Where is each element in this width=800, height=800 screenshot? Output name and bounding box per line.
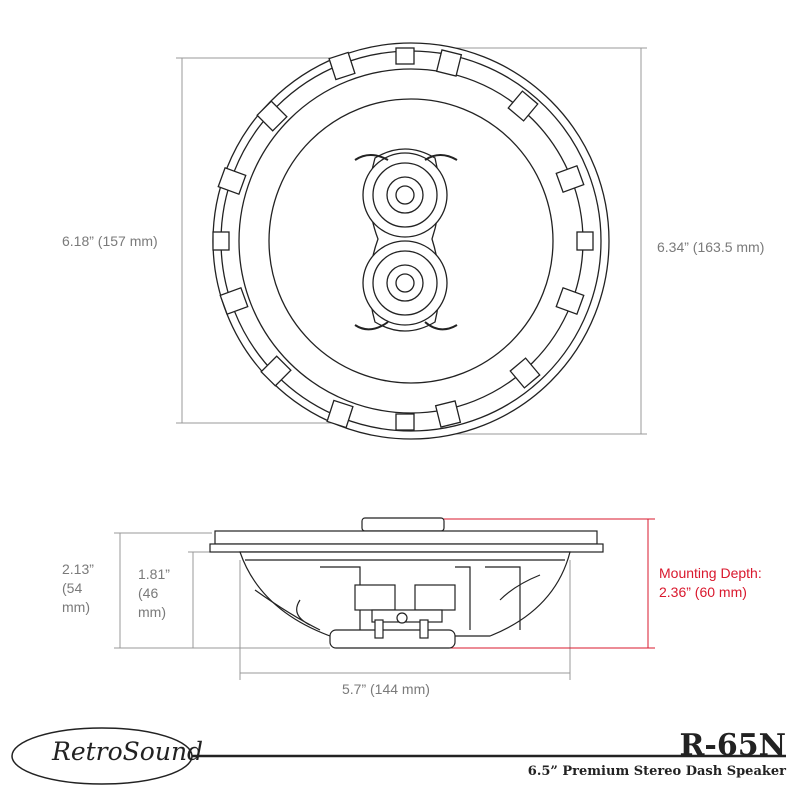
- speaker-side-view: [209, 517, 604, 649]
- overall-height-label: 2.13” (54 mm): [62, 560, 94, 617]
- brand-logo-text: RetroSound: [52, 737, 204, 766]
- mounting-depth-label: Mounting Depth: 2.36” (60 mm): [659, 564, 762, 602]
- product-subtitle: 6.5” Premium Stereo Dash Speaker: [527, 764, 786, 779]
- mounting-depth-line: [440, 518, 655, 649]
- dim-line: Mounting Depth:: [659, 565, 762, 581]
- basket-width-label: 5.7” (144 mm): [342, 681, 430, 697]
- dim-line: 2.13”: [62, 561, 94, 577]
- basket-height-label: 1.81” (46 mm): [138, 565, 170, 622]
- outer-diameter-label: 6.34” (163.5 mm): [657, 239, 765, 255]
- dim-line: 2.36” (60 mm): [659, 584, 747, 600]
- dim-line: mm): [62, 599, 90, 615]
- model-number: R-65N: [679, 728, 786, 763]
- footer-graphics: [11, 727, 786, 785]
- dim-line: (46: [138, 585, 159, 601]
- dim-line: (54: [62, 580, 83, 596]
- inner-diameter-label: 6.18” (157 mm): [62, 233, 158, 249]
- speaker-top-view: [212, 42, 610, 440]
- dim-line: 1.81”: [138, 566, 170, 582]
- dim-line: mm): [138, 604, 166, 620]
